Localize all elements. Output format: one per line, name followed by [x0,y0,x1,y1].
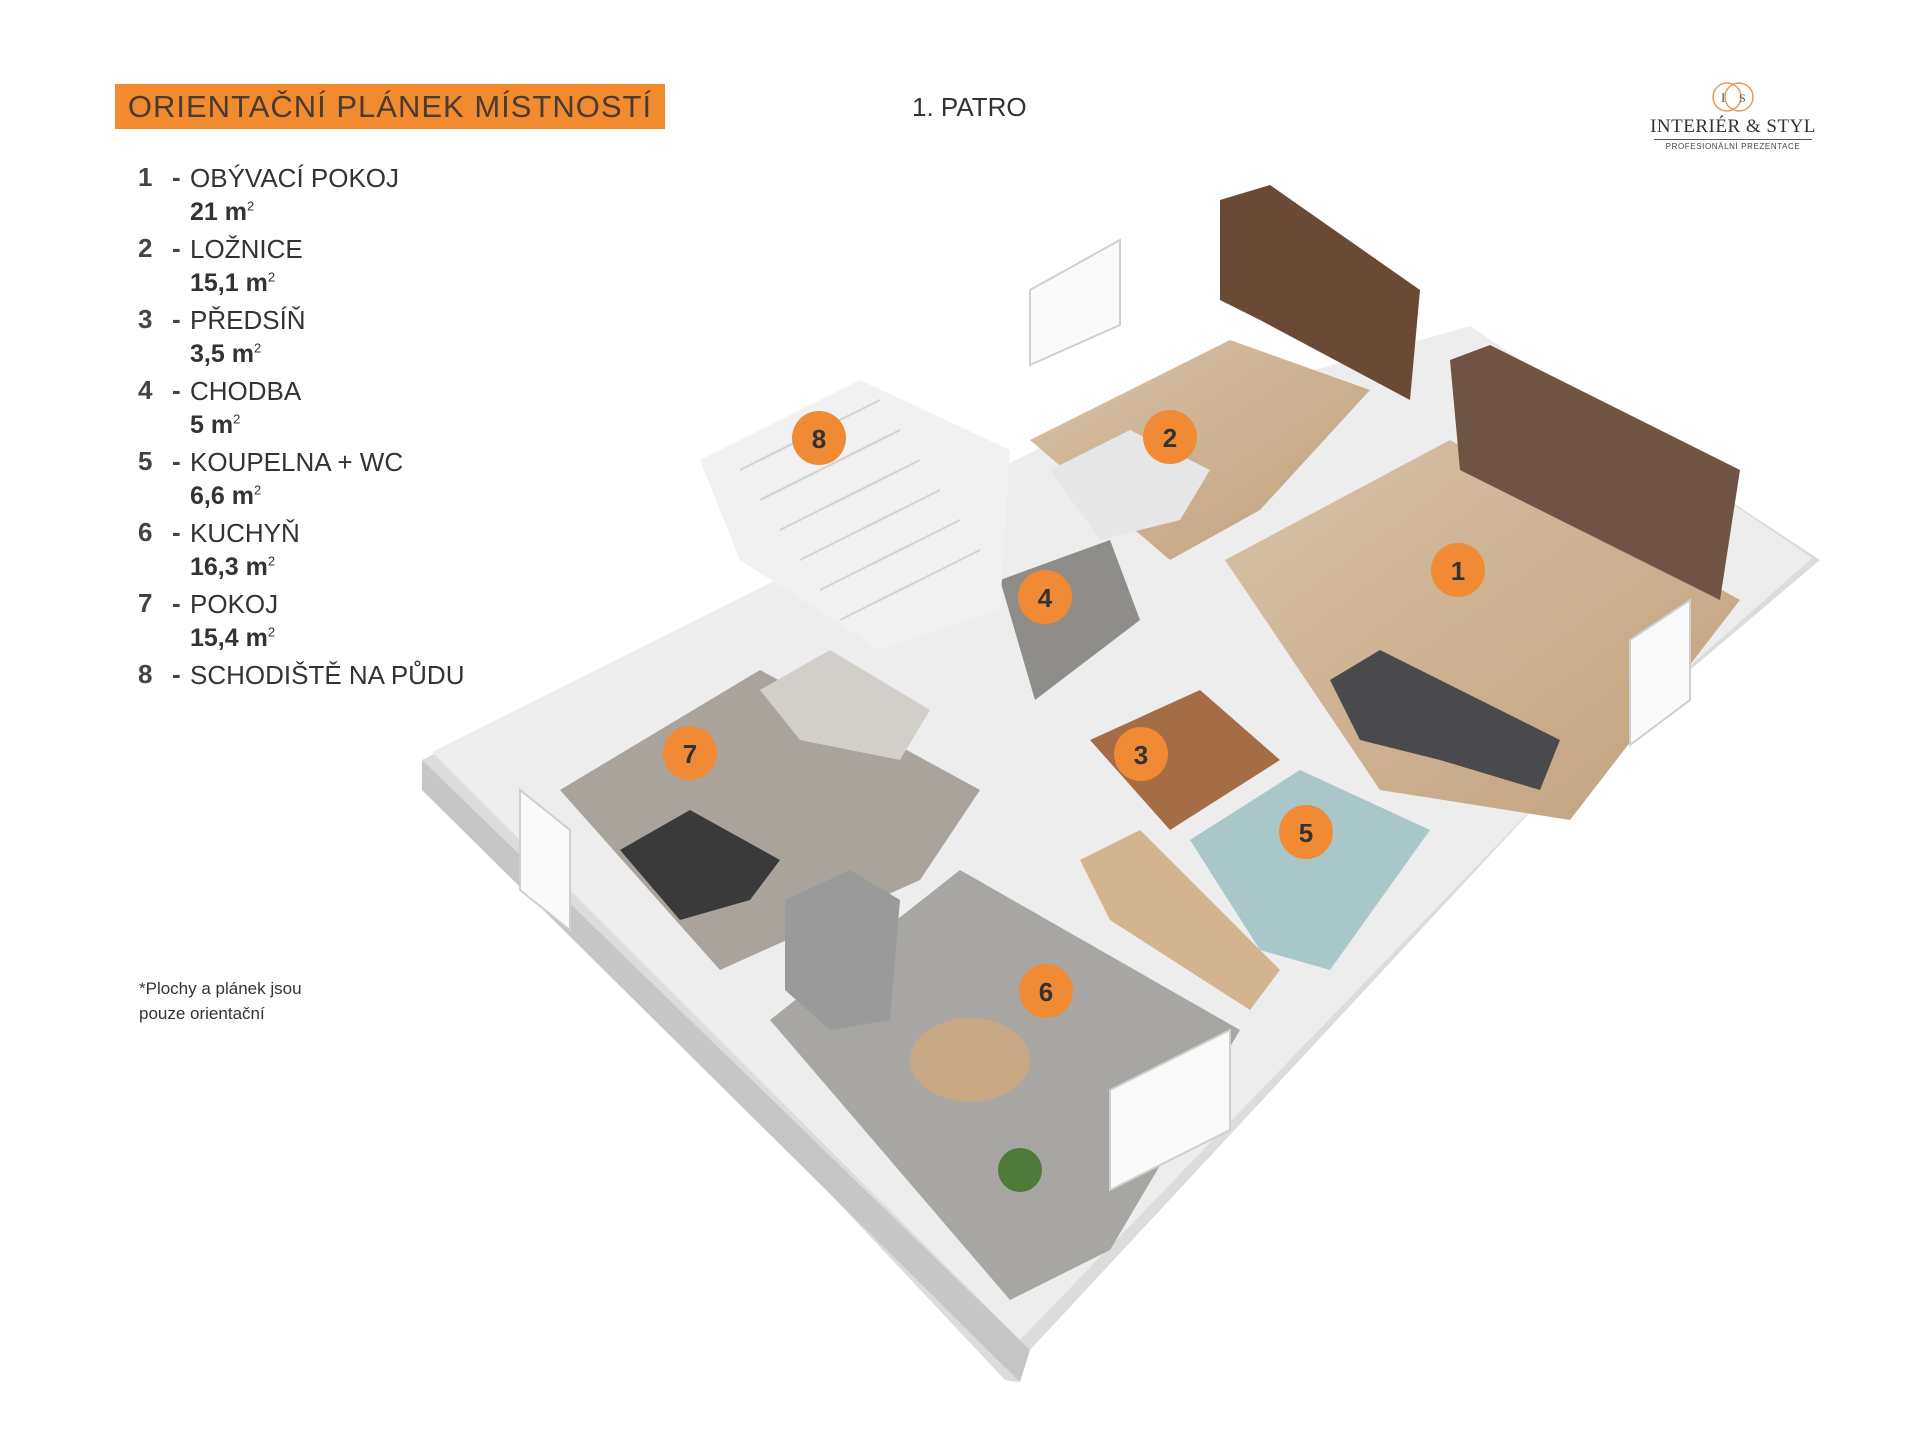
legend-room-area: 3,5 m2 [190,340,262,368]
svg-text:5: 5 [1299,818,1313,848]
svg-text:2: 2 [1163,423,1177,453]
svg-text:7: 7 [683,739,697,769]
room-marker-5: 5 [1279,805,1333,859]
legend-room-name: PŘEDSÍŇ [190,305,306,335]
office-desk [620,810,780,920]
plan-title: ORIENTAČNÍ PLÁNEK MÍSTNOSTÍ [127,88,653,124]
legend-dash: - [172,375,181,405]
wardrobe [1220,185,1420,400]
disclaimer-note: *Plochy a plánek jsou pouze orientační [139,976,302,1026]
svg-text:8: 8 [812,424,826,454]
legend-dash: - [172,446,181,476]
legend-dash: - [172,233,181,263]
building-base-side [422,760,1030,1382]
svg-text:6: 6 [1039,977,1053,1007]
legend-number: 4 [138,375,153,405]
legend-room-name: LOŽNICE [190,234,303,264]
legend-dash: - [172,517,181,547]
kitchen-counter [1080,830,1280,1010]
brand-logo: I S INTERIÉR & STYL PROFESIONÁLNÍ PREZEN… [1648,80,1818,152]
brand-tagline: PROFESIONÁLNÍ PREZENTACE [1665,142,1801,151]
svg-text:S: S [1739,91,1746,105]
room7-sofa [760,650,930,760]
legend-room-name: CHODBA [190,376,302,406]
svg-text:3: 3 [1134,740,1148,770]
room-marker-4: 4 [1018,570,1072,624]
legend-number: 7 [138,588,153,618]
monogram-icon: I S [1712,82,1754,112]
room-marker-2: 2 [1143,410,1197,464]
legend-number: 8 [138,659,153,689]
brand-name: INTERIÉR & STYL [1650,116,1816,137]
legend-number: 6 [138,517,153,547]
room-marker-6: 6 [1019,964,1073,1018]
legend-room-area: 16,3 m2 [190,553,276,581]
legend-room-name: KUCHYŇ [190,518,300,548]
legend-number: 1 [138,162,153,192]
floor-label: 1. PATRO [912,92,1027,122]
bathroom-floor [1190,770,1430,970]
legend-dash: - [172,162,181,192]
legend-number: 2 [138,233,153,263]
legend-dash: - [172,588,181,618]
staircase [700,380,1010,650]
legend-room-name: OBÝVACÍ POKOJ [190,163,400,193]
legend-number: 3 [138,304,153,334]
dining-table [910,1018,1030,1102]
fridge [785,870,900,1030]
legend-room-name: KOUPELNA + WC [190,447,404,477]
plant [998,1148,1042,1192]
room-marker-1: 1 [1431,543,1485,597]
legend-number: 5 [138,446,153,476]
legend-room-name: POKOJ [190,589,279,619]
legend-room-area: 6,6 m2 [190,482,262,510]
windows [519,238,1691,1192]
entry-floor [1090,690,1280,830]
legend-room-name: SCHODIŠTĚ NA PŮDU [190,660,465,690]
note-line: *Plochy a plánek jsou [139,979,302,998]
svg-text:I: I [1721,90,1725,105]
room-marker-3: 3 [1114,727,1168,781]
plan-title-banner: ORIENTAČNÍ PLÁNEK MÍSTNOSTÍ [115,84,665,129]
svg-text:1: 1 [1451,556,1465,586]
legend-room-area: 15,4 m2 [190,624,276,652]
legend-room-area: 5 m2 [190,411,241,439]
legend-room-area: 15,1 m2 [190,269,276,297]
legend-room-area: 21 m2 [190,198,255,226]
note-line: pouze orientační [139,1004,265,1023]
stair-steps [739,399,981,621]
room-marker-8: 8 [792,411,846,465]
legend-dash: - [172,304,181,334]
svg-text:4: 4 [1038,583,1053,613]
logo-divider [1654,139,1812,140]
room-marker-7: 7 [663,726,717,780]
legend-dash: - [172,659,181,689]
living-shelving [1450,345,1740,600]
living-sofa [1330,650,1560,790]
